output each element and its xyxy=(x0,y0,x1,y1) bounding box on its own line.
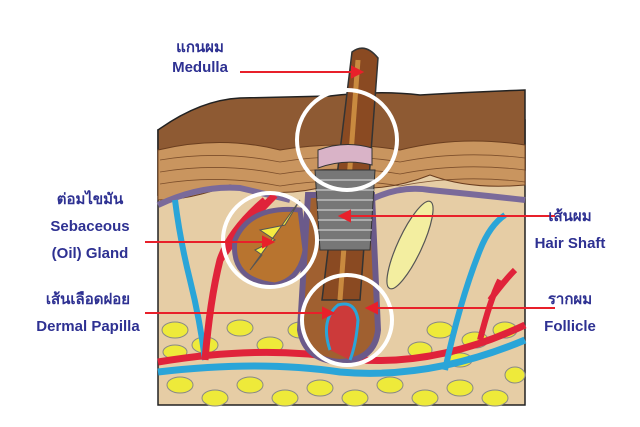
label-medulla: แกนผม Medulla xyxy=(168,35,232,76)
vein-branch-left xyxy=(172,199,208,361)
label-papilla: เส้นเลือดฝอย Dermal Papilla xyxy=(28,286,148,340)
label-shaft-thai: เส้นผม xyxy=(548,207,592,225)
arrector-muscle xyxy=(386,200,434,290)
label-sebaceous-en1: Sebaceous xyxy=(50,218,130,235)
label-medulla-en: Medulla xyxy=(172,59,228,76)
artery-branch-right xyxy=(477,267,518,341)
label-papilla-en: Dermal Papilla xyxy=(36,318,140,335)
sebaceous-gland xyxy=(232,206,308,288)
label-shaft-en: Hair Shaft xyxy=(534,235,606,252)
label-papilla-thai: เส้นเลือดฝอย xyxy=(45,290,131,308)
highlight-circles xyxy=(221,88,399,367)
label-follicle-en: Follicle xyxy=(544,318,596,335)
label-sebaceous-thai: ต่อมไขมัน xyxy=(56,190,124,208)
label-sebaceous: ต่อมไขมัน Sebaceous (Oil) Gland xyxy=(40,186,140,267)
vein-main xyxy=(157,336,527,377)
pointer-arrows xyxy=(145,65,555,320)
label-follicle-thai: รากผม xyxy=(547,290,593,308)
label-sebaceous-en2: (Oil) Gland xyxy=(51,245,129,262)
label-follicle: รากผม Follicle xyxy=(530,286,610,340)
vein-branch-right xyxy=(442,212,507,371)
dermal-papilla xyxy=(324,302,360,361)
label-shaft: เส้นผม Hair Shaft xyxy=(525,203,615,257)
label-medulla-thai: แกนผม xyxy=(176,38,224,56)
